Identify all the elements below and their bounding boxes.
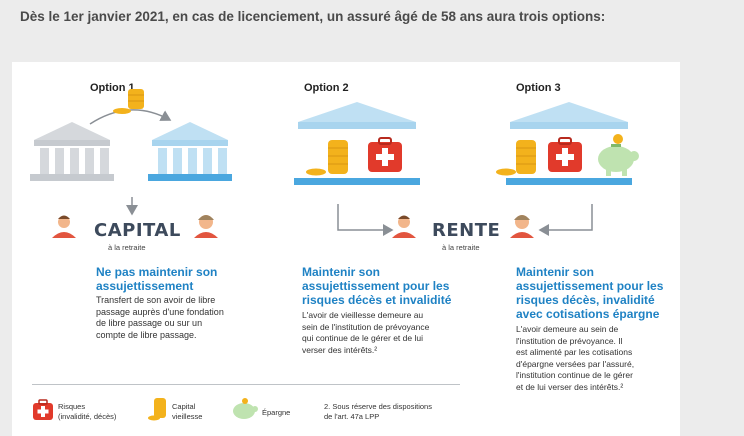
legend-capital: Capital vieillesse <box>172 402 202 422</box>
bank-icon <box>294 102 420 185</box>
bank-icon <box>148 122 232 181</box>
legend-footnote: 2. Sous réserve des dispositions de l'ar… <box>324 402 432 422</box>
piggy-bank-icon <box>598 134 639 176</box>
description-line: de libre passage ou sur un <box>96 318 203 328</box>
page-heading: Dès le 1er janvier 2021, en cas de licen… <box>20 9 606 24</box>
rente-label: RENTE <box>432 220 501 241</box>
capital-label: CAPITAL <box>94 220 181 241</box>
headline-line: assujettissement pour les <box>302 279 450 293</box>
headline-line: risques décès et invalidité <box>302 293 452 307</box>
headline-line: risques décès, invalidité <box>516 293 655 307</box>
option-1-title: Option 1 <box>90 82 135 94</box>
option-2-headline: Maintenir son assujettissement pour les … <box>302 265 451 307</box>
legend-line: de l'art. 47a LPP <box>324 412 380 421</box>
description-line: et de lui verser des intérêts.² <box>516 381 624 392</box>
option-2-description: L'avoir de vieillesse demeure au sein de… <box>302 310 429 356</box>
coins-icon <box>496 140 536 176</box>
description-line: L'avoir de vieillesse demeure au <box>302 310 424 320</box>
legend-risk: Risques (invalidité, décès) <box>58 402 116 422</box>
bank-icon <box>506 102 632 185</box>
option-3-headline: Maintenir son assujettissement pour les … <box>516 265 663 321</box>
bank-icon <box>30 122 114 181</box>
description-line: qui continue de le gérer et de lui <box>302 333 423 343</box>
description-line: L'avoir demeure au sein de <box>516 324 619 334</box>
description-line: Transfert de son avoir de libre <box>96 295 216 305</box>
option-3-description: L'avoir demeure au sein de l'institution… <box>516 324 634 393</box>
description-line: l'institution continue de le gérer <box>516 370 633 380</box>
legend-line: vieillesse <box>172 412 203 421</box>
option-3-title: Option 3 <box>516 82 561 94</box>
headline-line: assujettissement <box>96 279 194 293</box>
legend-line: 2. Sous réserve des dispositions <box>324 402 432 411</box>
person-icon <box>510 215 534 238</box>
person-icon <box>392 215 416 238</box>
legend-savings: Épargne <box>262 408 291 417</box>
legend-divider <box>32 384 460 385</box>
description-line: verser des intérêts.² <box>302 344 378 355</box>
coins-icon <box>148 398 166 421</box>
description-line: compte de libre passage. <box>96 329 197 340</box>
arrow-icon <box>538 204 593 236</box>
description-line: l'institution de prévoyance. Il <box>516 335 623 346</box>
headline-line: Ne pas maintenir son <box>96 265 218 279</box>
person-icon <box>194 215 218 238</box>
medical-kit-icon <box>368 137 402 172</box>
infographic-panel: Option 1 Option 2 Option 3 <box>12 62 680 436</box>
medical-kit-icon <box>548 137 582 172</box>
arrow-icon <box>337 204 394 236</box>
capital-sublabel: à la retraite <box>108 243 146 252</box>
option-2-title: Option 2 <box>304 82 349 94</box>
headline-line: Maintenir son <box>302 265 381 279</box>
coins-icon <box>306 140 348 176</box>
description-line: passage auprès d'une fondation <box>96 306 224 317</box>
diagram-illustrations <box>30 89 639 238</box>
headline-line: avec cotisations épargne <box>516 307 660 321</box>
legend-line: Capital <box>172 402 196 411</box>
option-1-headline: Ne pas maintenir son assujettissement <box>96 265 217 293</box>
description-line: d'épargne versées par l'assuré, <box>516 358 635 369</box>
legend-line: Risques <box>58 402 86 411</box>
legend-line: (invalidité, décès) <box>58 412 117 421</box>
rente-sublabel: à la retraite <box>442 243 480 252</box>
medical-kit-icon <box>33 399 53 420</box>
coins-icon <box>113 89 144 114</box>
description-line: sein de l'institution de prévoyance <box>302 321 430 332</box>
description-line: est alimenté par les cotisations <box>516 347 633 357</box>
piggy-bank-icon <box>233 398 258 419</box>
option-1-description: Transfert de son avoir de libre passage … <box>96 295 224 341</box>
headline-line: Maintenir son <box>516 265 595 279</box>
headline-line: assujettissement pour les <box>516 279 664 293</box>
person-icon <box>52 215 76 238</box>
